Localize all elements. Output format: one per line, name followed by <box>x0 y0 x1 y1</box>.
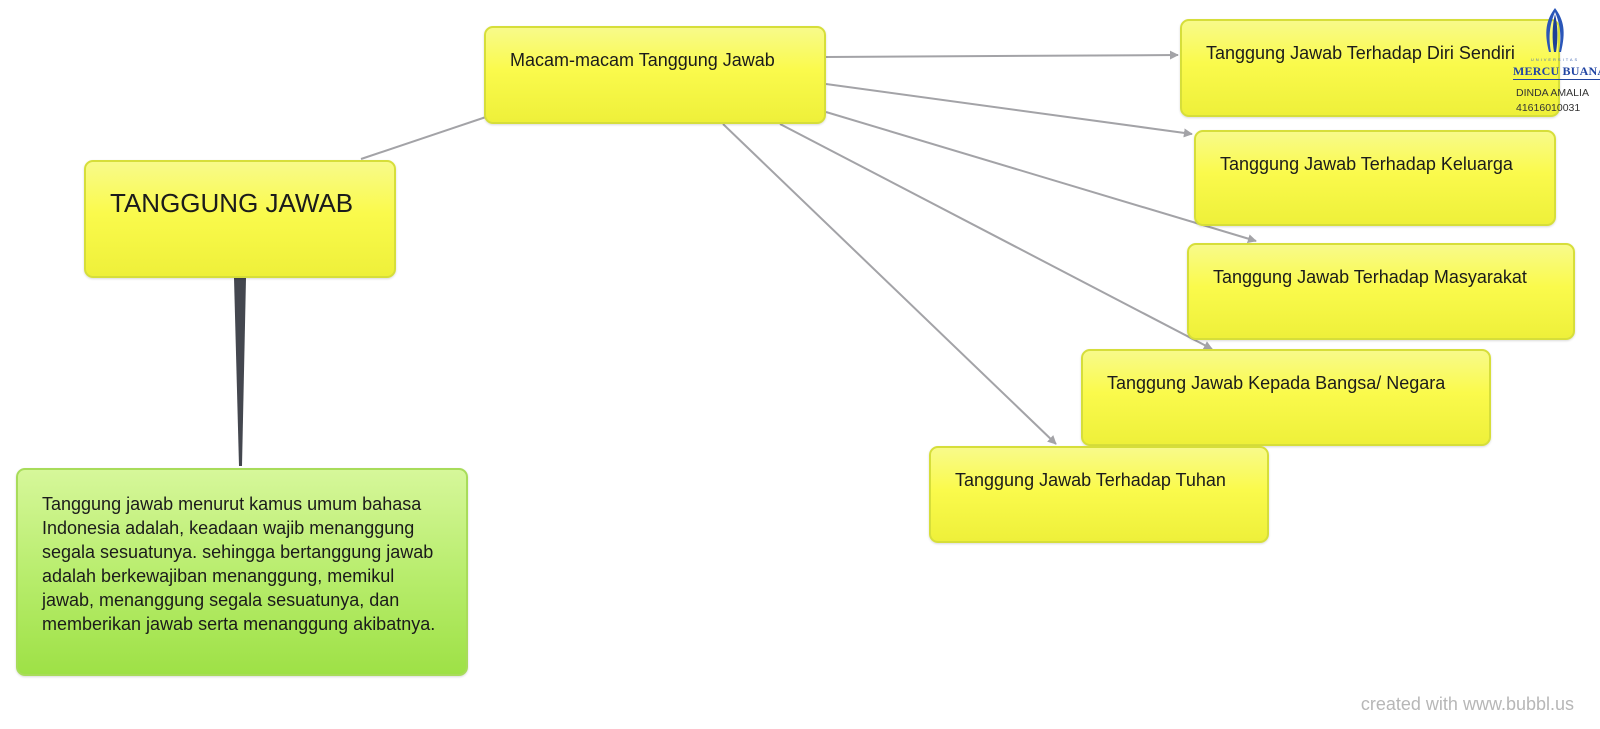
connector-root-to-description <box>234 278 246 466</box>
description-text: Tanggung jawab menurut kamus umum bahasa… <box>42 494 436 634</box>
node-masyarakat[interactable]: Tanggung Jawab Terhadap Masyarakat <box>1187 243 1575 340</box>
university-logo: UNIVERSITAS MERCU BUANA <box>1513 6 1600 80</box>
node-label: Tanggung Jawab Terhadap Masyarakat <box>1213 267 1527 287</box>
node-label: Tanggung Jawab Terhadap Tuhan <box>955 470 1226 490</box>
node-bangsa-negara[interactable]: Tanggung Jawab Kepada Bangsa/ Negara <box>1081 349 1491 446</box>
node-keluarga[interactable]: Tanggung Jawab Terhadap Keluarga <box>1194 130 1556 226</box>
node-label: TANGGUNG JAWAB <box>110 188 354 218</box>
node-macam-macam-tanggung-jawab[interactable]: Macam-macam Tanggung Jawab <box>484 26 826 124</box>
arrow-to-tuhan <box>722 123 1057 445</box>
arrow-to-diri-sendiri <box>825 50 1179 60</box>
node-tuhan[interactable]: Tanggung Jawab Terhadap Tuhan <box>929 446 1269 543</box>
logo-university-name: MERCU BUANA <box>1513 64 1600 80</box>
node-label: Tanggung Jawab Terhadap Keluarga <box>1220 154 1513 174</box>
node-diri-sendiri[interactable]: Tanggung Jawab Terhadap Diri Sendiri <box>1180 19 1560 117</box>
author-name: DINDA AMALIA <box>1516 87 1589 99</box>
logo-university-caption: UNIVERSITAS <box>1530 57 1580 62</box>
node-root-tanggung-jawab[interactable]: TANGGUNG JAWAB <box>84 160 396 278</box>
flame-emblem-icon <box>1546 8 1564 52</box>
node-label: Tanggung Jawab Kepada Bangsa/ Negara <box>1107 373 1446 393</box>
author-id: 41616010031 <box>1516 102 1581 114</box>
node-description[interactable]: Tanggung jawab menurut kamus umum bahasa… <box>16 468 468 676</box>
arrow-to-bangsa-negara <box>779 123 1213 350</box>
node-label: Tanggung Jawab Terhadap Diri Sendiri <box>1206 43 1515 63</box>
author-info: DINDA AMALIA 41616010031 <box>1516 86 1589 116</box>
bubbl-credit-link[interactable]: created with www.bubbl.us <box>1360 694 1574 714</box>
connector-root-to-subtopic <box>360 116 487 160</box>
arrow-to-masyarakat <box>825 111 1257 243</box>
arrow-to-keluarga <box>825 83 1193 138</box>
node-label: Macam-macam Tanggung Jawab <box>510 50 775 70</box>
